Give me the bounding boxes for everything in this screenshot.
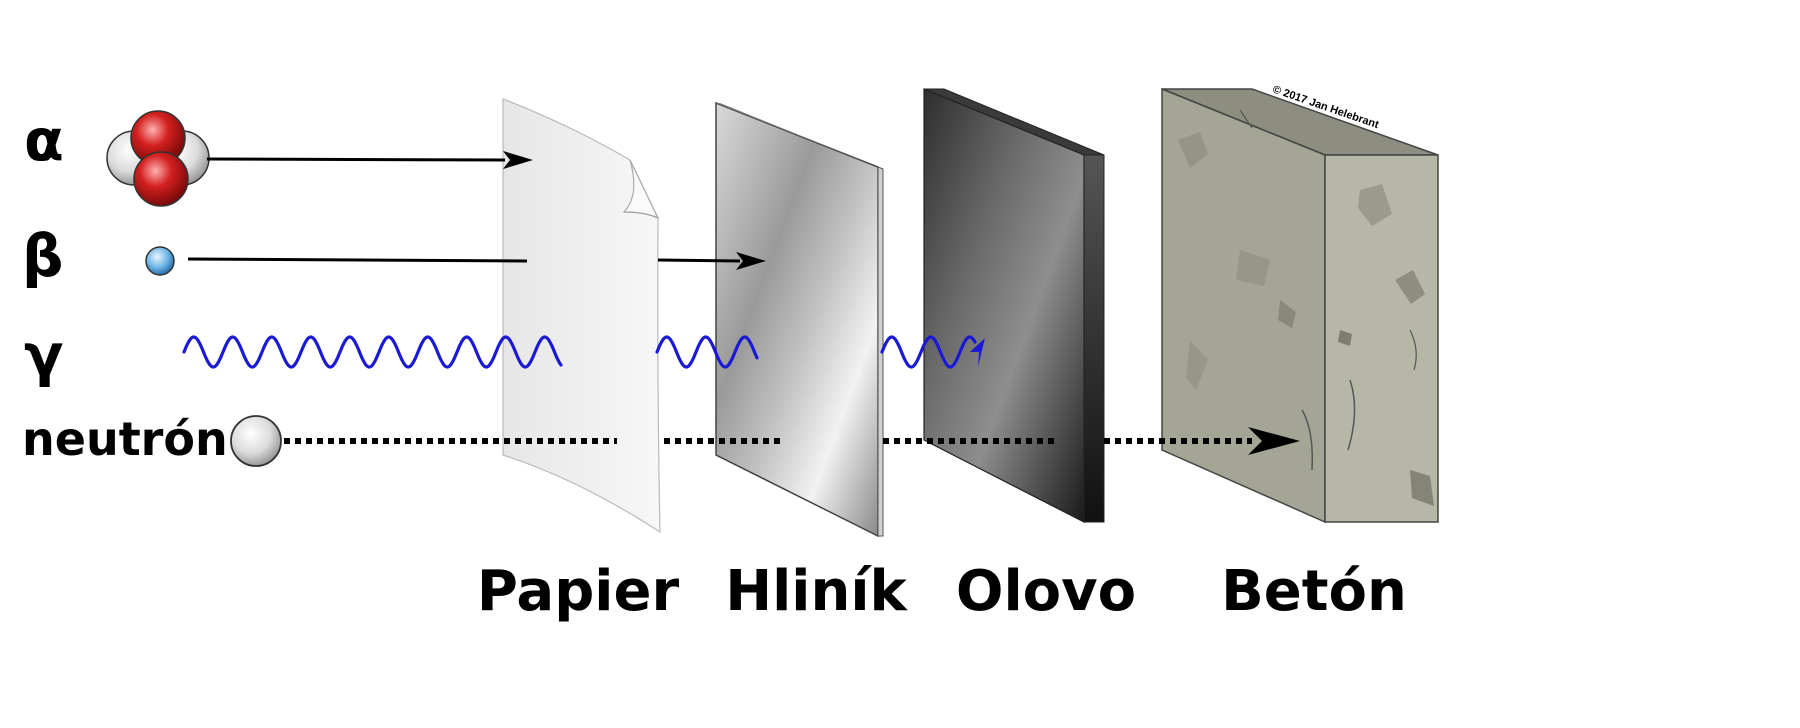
aluminium-sheet xyxy=(715,101,884,538)
aluminium-label: Hliník xyxy=(725,559,908,624)
lead-slab xyxy=(923,88,1105,523)
neutron-ball-icon xyxy=(230,415,282,467)
beta-ray-arrow xyxy=(187,252,766,270)
neutron-label: neutrón xyxy=(22,412,228,466)
neutron-ray-arrow xyxy=(284,427,1300,455)
gamma-label: γ xyxy=(24,321,64,389)
alpha-particle-cluster-icon xyxy=(106,110,210,207)
paper-sheet xyxy=(502,98,661,534)
concrete-label: Betón xyxy=(1221,559,1407,624)
concrete-block xyxy=(1161,87,1439,524)
beta-label: β xyxy=(22,222,64,290)
lead-label: Olovo xyxy=(956,559,1136,624)
paper-label: Papier xyxy=(477,559,680,624)
alpha-label: α xyxy=(24,106,64,174)
alpha-ray-arrow xyxy=(206,151,533,169)
gamma-ray-wave xyxy=(182,335,985,369)
electron-ball-icon xyxy=(145,246,175,276)
